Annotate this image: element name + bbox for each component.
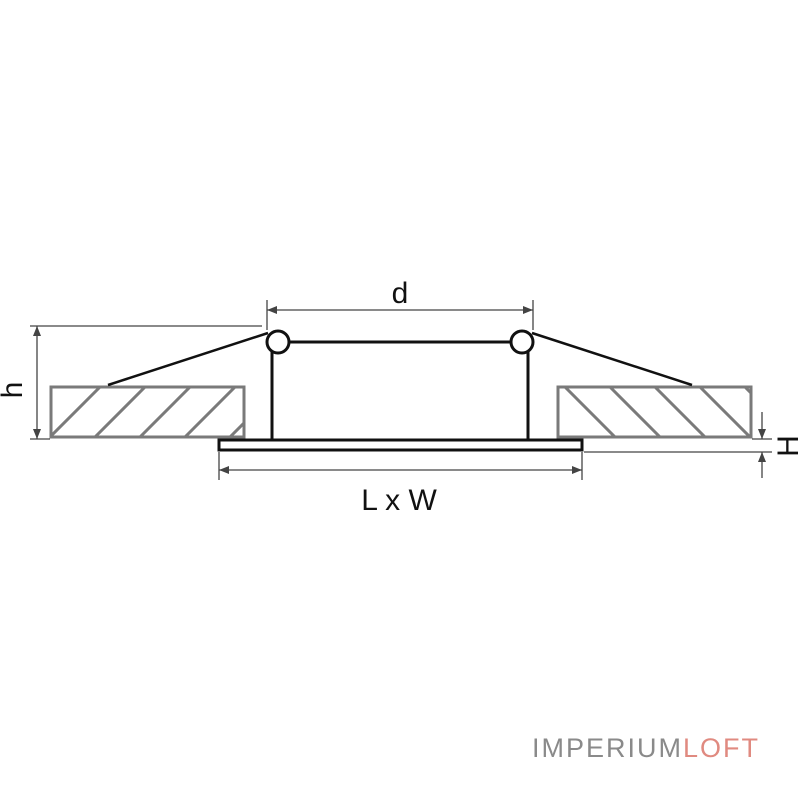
dimension-lxw (218, 452, 583, 480)
dimension-d (266, 300, 534, 330)
dimension-d-label: d (392, 277, 409, 310)
hatch-left (51, 387, 244, 437)
brand-logo: IMPERIUMLOFT (532, 733, 760, 764)
spring-arm-left (107, 331, 269, 387)
fixture-body (107, 329, 693, 452)
dimension-h-label: h (0, 382, 29, 399)
dimension-H (584, 412, 772, 478)
hatch-right (563, 387, 751, 437)
spring-clip-right (509, 329, 535, 355)
ceiling-panel-left (49, 385, 246, 439)
brand-logo-part2: LOFT (682, 733, 760, 763)
dimension-H-label: H (772, 435, 800, 457)
fixture-flange (217, 438, 584, 452)
ceiling-panel-right (556, 385, 753, 439)
spring-arm-right (531, 331, 693, 387)
brand-logo-part1: IMPERIUM (531, 733, 683, 763)
spring-clip-left (265, 329, 291, 355)
dimension-h (30, 325, 262, 440)
dimension-lxw-label: L x W (361, 484, 437, 517)
